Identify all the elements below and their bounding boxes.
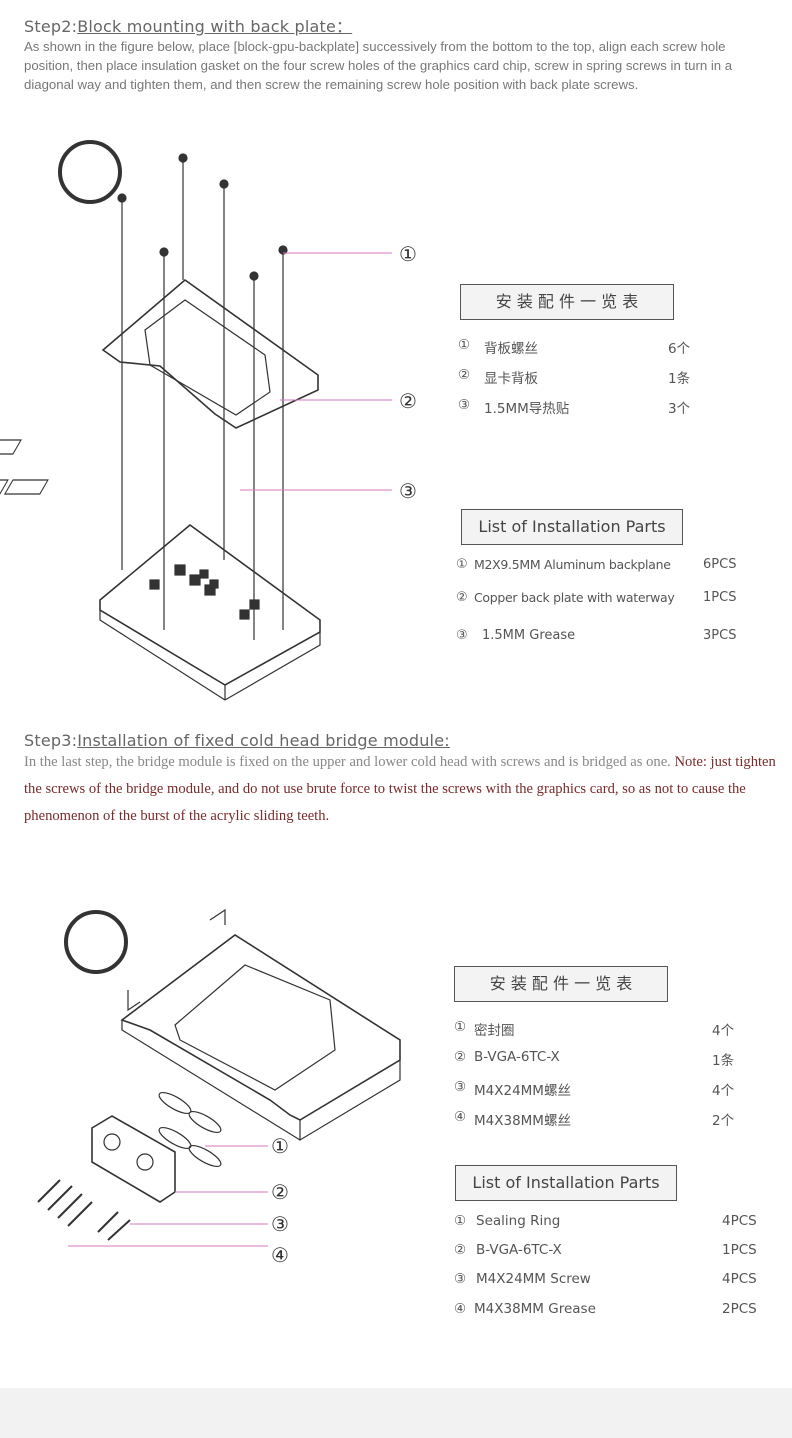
step2-en-row-name: 1.5MM Grease (482, 628, 576, 643)
step3-en-row-name: B-VGA-6TC-X (476, 1242, 562, 1258)
footer-band (0, 1388, 792, 1438)
step3-cn-row-name: B-VGA-6TC-X (474, 1049, 560, 1065)
step2-diagram (0, 140, 392, 701)
step2-title: Step2:Block mounting with back plate： (24, 13, 352, 37)
step3-title: Step3:Installation of fixed cold head br… (24, 731, 450, 750)
step2-cn-row-num: ① (458, 337, 471, 353)
step3-paragraph: In the last step, the bridge module is f… (24, 749, 784, 830)
step2-cn-table-header: 安 装 配 件 一 览 表 (460, 284, 674, 320)
step3-cn-row-num: ④ (454, 1109, 467, 1125)
step3-cn-row-name: M4X24MM螺丝 (474, 1083, 571, 1099)
step2-en-row-qty: 3PCS (703, 628, 737, 643)
step3-note: Note: just tighten the screws of the bri… (24, 754, 776, 824)
step2-cn-row-num: ② (458, 367, 471, 383)
step3-cn-row-num: ③ (454, 1079, 467, 1095)
step2-en-row-qty: 6PCS (703, 557, 737, 572)
step3-en-row-name: Sealing Ring (476, 1213, 561, 1229)
step2-cn-row-num: ③ (458, 397, 471, 413)
sealing-rings (158, 1092, 222, 1167)
step3-en-row-qty: 4PCS (722, 1213, 757, 1229)
step2-cn-row-name: 1.5MM导热贴 (484, 401, 570, 417)
step3-cn-row-name: M4X38MM螺丝 (474, 1113, 571, 1129)
step3-cn-row-qty: 2个 (712, 1113, 735, 1129)
step2-cn-row-qty: 6个 (668, 341, 691, 357)
backplate-screws (121, 162, 284, 400)
step3-callout-2: ② (271, 1180, 289, 1204)
step3-en-row-qty: 4PCS (722, 1271, 757, 1287)
step2-en-row-num: ③ (456, 628, 468, 643)
step2-en-row-name: Copper back plate with waterway (474, 590, 675, 605)
step2-callout-1: ① (399, 242, 417, 266)
step3-cn-row-qty: 1条 (712, 1053, 735, 1069)
step2-en-row-num: ① (456, 557, 468, 572)
step3-cn-row-num: ① (454, 1019, 467, 1035)
step2-callout-2: ② (399, 389, 417, 413)
step2-en-table-header: List of Installation Parts (461, 509, 683, 545)
step3-en-row-num: ① (454, 1213, 467, 1229)
step3-prefix: Step3: (24, 731, 78, 750)
step3-callout-4: ④ (271, 1243, 289, 1267)
step2-en-row-qty: 1PCS (703, 590, 737, 605)
step3-cn-table-header: 安 装 配 件 一 览 表 (454, 966, 668, 1002)
step3-en-row-name: M4X24MM Screw (476, 1271, 591, 1287)
step2-cn-row-qty: 1条 (668, 371, 691, 387)
step3-title-text: Installation of fixed cold head bridge m… (77, 731, 450, 750)
step3-cn-row-qty: 4个 (712, 1023, 735, 1039)
step3-en-row-name: M4X38MM Grease (474, 1301, 596, 1317)
step2-en-row-num: ② (456, 590, 468, 605)
step2-prefix: Step2: (24, 17, 78, 36)
step3-en-row-qty: 2PCS (722, 1301, 757, 1317)
step2-callout-3: ③ (399, 479, 417, 503)
step2-en-row-name: M2X9.5MM Aluminum backplane (474, 557, 671, 572)
step3-en-row-num: ③ (454, 1271, 467, 1287)
step3-cn-row-num: ② (454, 1049, 467, 1065)
step2-paragraph: As shown in the figure below, place [blo… (24, 39, 733, 92)
step2-cn-row-name: 显卡背板 (484, 371, 538, 387)
step3-diagram (37, 908, 401, 1247)
step3-en-table-header: List of Installation Parts (455, 1165, 677, 1201)
step3-en-row-num: ④ (454, 1301, 467, 1317)
step3-en-row-num: ② (454, 1242, 467, 1258)
step3-callout-1: ① (271, 1134, 289, 1158)
step2-title-text: Block mounting with back plate： (77, 17, 353, 36)
step3-en-row-qty: 1PCS (722, 1242, 757, 1258)
step3-paragraph-text: In the last step, the bridge module is f… (24, 754, 675, 770)
step2-cn-row-name: 背板螺丝 (484, 341, 538, 357)
step3-cn-row-name: 密封圈 (474, 1023, 515, 1039)
step3-cn-row-qty: 4个 (712, 1083, 735, 1099)
step2-cn-row-qty: 3个 (668, 401, 691, 417)
step3-callout-3: ③ (271, 1212, 289, 1236)
